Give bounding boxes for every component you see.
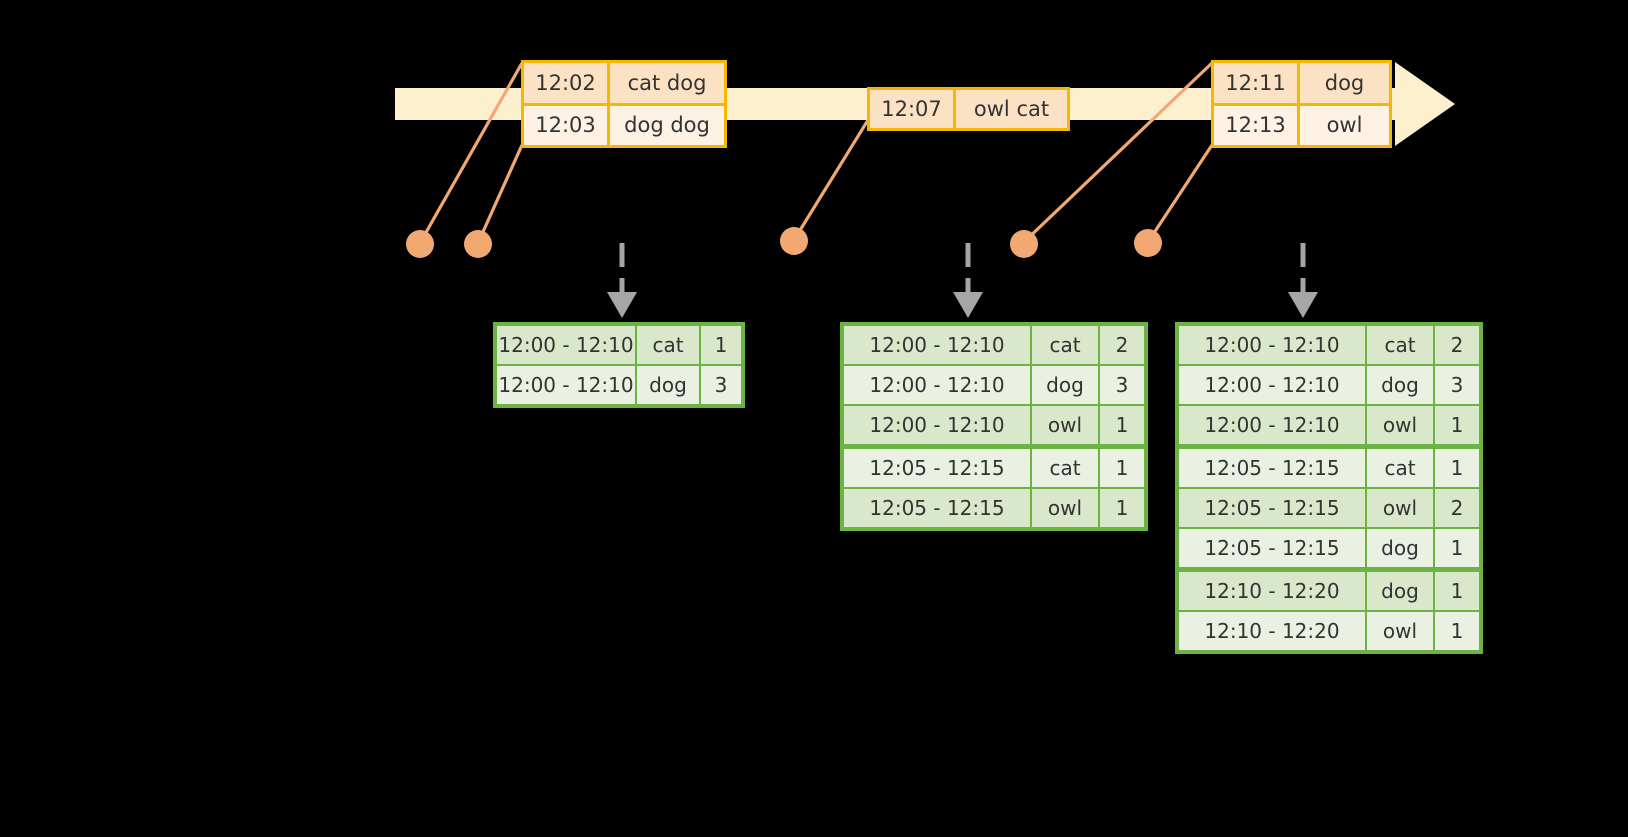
result-cell-word: cat [1367, 326, 1433, 364]
result-cell-window: 12:05 - 12:15 [1179, 449, 1365, 487]
timeline-event-group-3[interactable]: 12:11 dog 12:13 owl [1211, 60, 1392, 148]
connector-dot [464, 230, 492, 258]
result-cell-count: 1 [1100, 489, 1144, 527]
result-cell-window: 12:00 - 12:10 [844, 406, 1030, 444]
result-cell-window: 12:00 - 12:10 [844, 326, 1030, 364]
result-cell-word: dog [1367, 529, 1433, 567]
result-cell-word: owl [1032, 406, 1098, 444]
timeline-event-row[interactable]: 12:07 owl cat [870, 90, 1067, 128]
result-cell-count: 1 [1100, 406, 1144, 444]
result-cell-window: 12:05 - 12:15 [844, 489, 1030, 527]
result-cell-window: 12:05 - 12:15 [1179, 489, 1365, 527]
result-cell-count: 1 [1435, 612, 1479, 650]
emit-arrowheads [607, 292, 1318, 318]
timeline-event-group-1[interactable]: 12:02 cat dog 12:03 dog dog [521, 60, 727, 148]
timeline-event-group-2[interactable]: 12:07 owl cat [867, 87, 1070, 131]
result-cell-window: 12:00 - 12:10 [844, 366, 1030, 404]
event-words: cat dog [627, 70, 707, 95]
result-cell-window: 12:10 - 12:20 [1179, 572, 1365, 610]
result-cell-word: cat [637, 326, 699, 364]
result-cell-count: 1 [701, 326, 741, 364]
result-cell-count: 1 [1435, 572, 1479, 610]
event-time: 12:02 [524, 63, 610, 103]
result-cell-word: owl [1367, 612, 1433, 650]
event-time: 12:11 [1214, 63, 1300, 103]
result-cell-word: dog [637, 366, 699, 404]
event-words: dog [1324, 70, 1365, 95]
event-words: dog dog [624, 113, 710, 138]
result-cell-window: 12:00 - 12:10 [1179, 366, 1365, 404]
result-cell-count: 3 [1100, 366, 1144, 404]
event-words: owl cat [973, 97, 1050, 121]
result-cell-window: 12:00 - 12:10 [497, 326, 635, 364]
event-words: owl [1326, 113, 1363, 138]
result-cell-count: 2 [1435, 326, 1479, 364]
result-cell-count: 2 [1100, 326, 1144, 364]
connector-dot [406, 230, 434, 258]
result-cell-word: dog [1367, 572, 1433, 610]
timeline-event-row[interactable]: 12:03 dog dog [524, 102, 724, 145]
result-cell-count: 3 [701, 366, 741, 404]
result-cell-count: 1 [1435, 449, 1479, 487]
result-cell-window: 12:00 - 12:10 [1179, 406, 1365, 444]
timeline-event-row[interactable]: 12:13 owl [1214, 102, 1389, 145]
timeline-event-row[interactable]: 12:02 cat dog [524, 63, 724, 103]
connector-dot [1010, 230, 1038, 258]
result-cell-word: dog [1032, 366, 1098, 404]
result-cell-count: 1 [1435, 406, 1479, 444]
result-cell-word: cat [1032, 449, 1098, 487]
result-cell-window: 12:00 - 12:10 [497, 366, 635, 404]
event-time: 12:07 [870, 90, 956, 128]
connector-dot [780, 227, 808, 255]
event-time: 12:03 [524, 105, 610, 145]
result-cell-word: cat [1367, 449, 1433, 487]
result-cell-window: 12:00 - 12:10 [1179, 326, 1365, 364]
result-cell-count: 3 [1435, 366, 1479, 404]
result-cell-word: cat [1032, 326, 1098, 364]
event-time: 12:13 [1214, 105, 1300, 145]
emit-arrows [619, 243, 1306, 296]
result-cell-word: owl [1367, 489, 1433, 527]
result-cell-word: owl [1032, 489, 1098, 527]
result-cell-word: owl [1367, 406, 1433, 444]
result-cell-count: 2 [1435, 489, 1479, 527]
result-cell-window: 12:10 - 12:20 [1179, 612, 1365, 650]
connector-dot [1134, 229, 1162, 257]
result-cell-word: dog [1367, 366, 1433, 404]
connector-dots [406, 227, 1162, 258]
result-cell-count: 1 [1435, 529, 1479, 567]
result-cell-count: 1 [1100, 449, 1144, 487]
timeline-event-row[interactable]: 12:11 dog [1214, 63, 1389, 103]
result-cell-window: 12:05 - 12:15 [844, 449, 1030, 487]
result-cell-window: 12:05 - 12:15 [1179, 529, 1365, 567]
